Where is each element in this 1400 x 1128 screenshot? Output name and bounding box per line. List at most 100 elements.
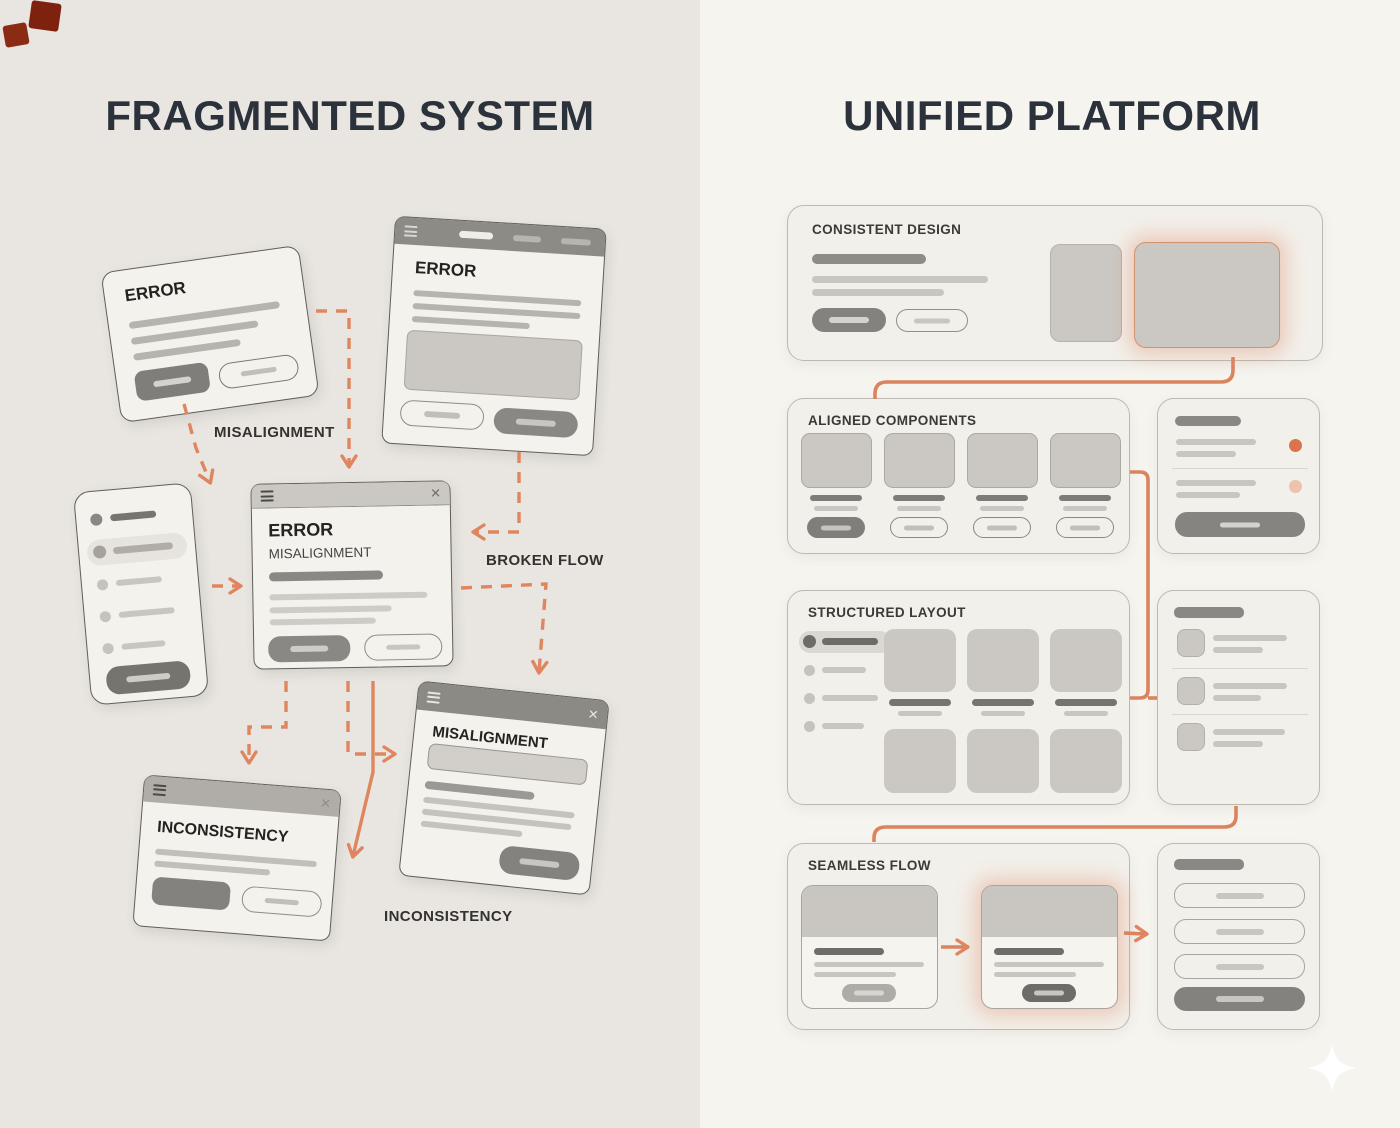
- primary-button-shape: [268, 635, 351, 663]
- secondary-button-shape: [973, 517, 1031, 538]
- text-line: [976, 495, 1028, 501]
- text-line: [115, 576, 163, 587]
- status-dot: [1289, 480, 1302, 493]
- fragmented-title: FRAGMENTED SYSTEM: [105, 92, 595, 139]
- text-line: [118, 607, 175, 619]
- button-label-pill: [904, 525, 934, 530]
- button-label-pill: [914, 318, 950, 323]
- status-dot: [1289, 439, 1302, 452]
- unified-title: UNIFIED PLATFORM: [843, 92, 1261, 139]
- button-label-pill: [519, 858, 560, 869]
- divider: [1172, 468, 1308, 469]
- misalignment-window: × MISALIGNMENT: [398, 680, 610, 896]
- text-line: [897, 506, 941, 511]
- text-line: [121, 640, 166, 650]
- seamless-flow-card: SEAMLESS FLOW: [787, 843, 1130, 1030]
- row-label-pill: [1215, 928, 1264, 935]
- notifications-side-card: [1157, 398, 1320, 554]
- step-button-shape: [842, 984, 896, 1002]
- text-line: [812, 276, 988, 283]
- text-line: [972, 699, 1034, 706]
- nav-dot: [804, 665, 815, 676]
- text-line: [893, 495, 945, 501]
- nav-dot: [804, 721, 815, 732]
- close-icon: ×: [319, 792, 332, 813]
- text-line: [1213, 683, 1287, 689]
- text-line: [269, 605, 392, 614]
- error-browser-title: ERROR: [414, 258, 477, 281]
- secondary-button-shape: [217, 353, 301, 391]
- product-tile-image: [884, 433, 955, 488]
- action-row-shape: [1174, 954, 1305, 979]
- grid-tile: [884, 629, 956, 692]
- primary-button-shape: [105, 660, 192, 696]
- divider: [1172, 668, 1308, 669]
- image-placeholder: [403, 329, 583, 401]
- text-line: [994, 972, 1076, 977]
- text-line: [898, 711, 942, 716]
- text-line: [814, 962, 924, 967]
- structured-layout-card: STRUCTURED LAYOUT: [787, 590, 1130, 805]
- primary-button-shape: [151, 876, 232, 911]
- nav-line: [822, 667, 866, 673]
- grid-tile: [967, 629, 1039, 692]
- text-line: [269, 591, 428, 601]
- action-row-shape: [1174, 919, 1305, 944]
- text-line: [109, 510, 157, 522]
- grid-tile: [1050, 729, 1122, 793]
- dialog-title-bar: ×: [251, 481, 450, 509]
- product-tile-image: [801, 433, 872, 488]
- list-thumbnail: [1177, 629, 1205, 657]
- error-card: ERROR: [100, 244, 320, 424]
- actions-side-card: [1157, 843, 1320, 1030]
- menu-icon: [426, 689, 441, 706]
- consistent-design-card: CONSISTENT DESIGN: [787, 205, 1323, 361]
- close-icon: ×: [587, 703, 600, 724]
- list-thumbnail: [1177, 677, 1205, 705]
- list-dot: [102, 642, 115, 655]
- button-label-pill: [515, 418, 556, 427]
- button-label-pill: [854, 990, 884, 996]
- button-label-pill: [423, 410, 461, 420]
- broken-flow-label: BROKEN FLOW: [486, 552, 604, 569]
- primary-button-shape: [1174, 987, 1305, 1011]
- secondary-button-shape: [399, 399, 485, 431]
- nav-line: [822, 723, 864, 729]
- menu-icon: [403, 223, 418, 240]
- image-placeholder: [1050, 244, 1122, 342]
- secondary-button-shape: [364, 633, 443, 661]
- input-field-shape: [426, 742, 589, 786]
- text-line: [810, 495, 862, 501]
- seamless-flow-heading: SEAMLESS FLOW: [808, 858, 931, 873]
- text-line: [1213, 635, 1287, 641]
- text-line: [1176, 480, 1256, 486]
- flow-step-card: [801, 885, 938, 1009]
- product-tile-image: [967, 433, 1038, 488]
- card-title-bar: [1174, 859, 1244, 870]
- text-line: [1064, 711, 1108, 716]
- text-line: [994, 948, 1064, 955]
- list-dot: [99, 610, 112, 623]
- text-line: [154, 860, 271, 876]
- error-dialog-title: ERROR: [268, 519, 334, 541]
- text-line: [1059, 495, 1111, 501]
- secondary-button-shape: [1056, 517, 1114, 538]
- button-label-pill: [829, 317, 869, 323]
- button-label-pill: [1034, 990, 1064, 996]
- error-dialog-subtitle: MISALIGNMENT: [268, 544, 372, 562]
- nav-dot: [803, 635, 816, 648]
- aligned-components-card: ALIGNED COMPONENTS: [787, 398, 1130, 554]
- text-line: [1213, 695, 1261, 701]
- grid-tile: [884, 729, 956, 793]
- text-line: [889, 699, 951, 706]
- menu-icon: [260, 488, 274, 504]
- menu-icon: [152, 781, 167, 798]
- button-label-pill: [153, 376, 192, 388]
- flow-step-card-highlighted: [981, 885, 1118, 1009]
- aligned-components-heading: ALIGNED COMPONENTS: [808, 413, 977, 428]
- nav-dot: [804, 693, 815, 704]
- button-label-pill: [1215, 996, 1264, 1002]
- image-placeholder-highlighted: [1134, 242, 1280, 348]
- corner-mark: [28, 0, 62, 32]
